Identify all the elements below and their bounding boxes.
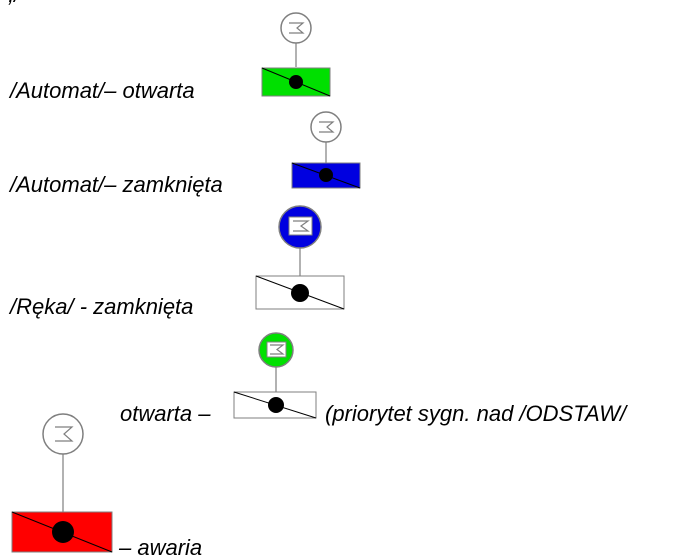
valve-symbol-otwarta-priorytet bbox=[233, 332, 317, 419]
label-automat-zamknieta: /Automat/– zamknięta bbox=[10, 172, 223, 197]
label-otwarta-before: otwarta – bbox=[120, 401, 211, 426]
actuator-circle-icon bbox=[42, 413, 84, 455]
clipped-text-fragment: ,/ bbox=[8, 0, 20, 6]
actuator-circle-icon bbox=[280, 12, 312, 44]
label-automat-otwarta: /Automat/– otwarta bbox=[10, 78, 195, 103]
label-reka-zamknieta: /Ręka/ - zamknięta bbox=[10, 294, 194, 319]
label-awaria: – awaria bbox=[119, 535, 203, 560]
actuator-circle-icon bbox=[310, 111, 342, 143]
valve-symbol-awaria bbox=[11, 413, 113, 553]
valve-symbol-automat-zamknieta bbox=[291, 111, 361, 189]
valve-symbol-automat-otwarta bbox=[261, 12, 331, 97]
label-otwarta-after: (priorytet sygn. nad /ODSTAW/ bbox=[325, 401, 627, 426]
valve-symbol-reka-zamknieta bbox=[255, 205, 345, 310]
